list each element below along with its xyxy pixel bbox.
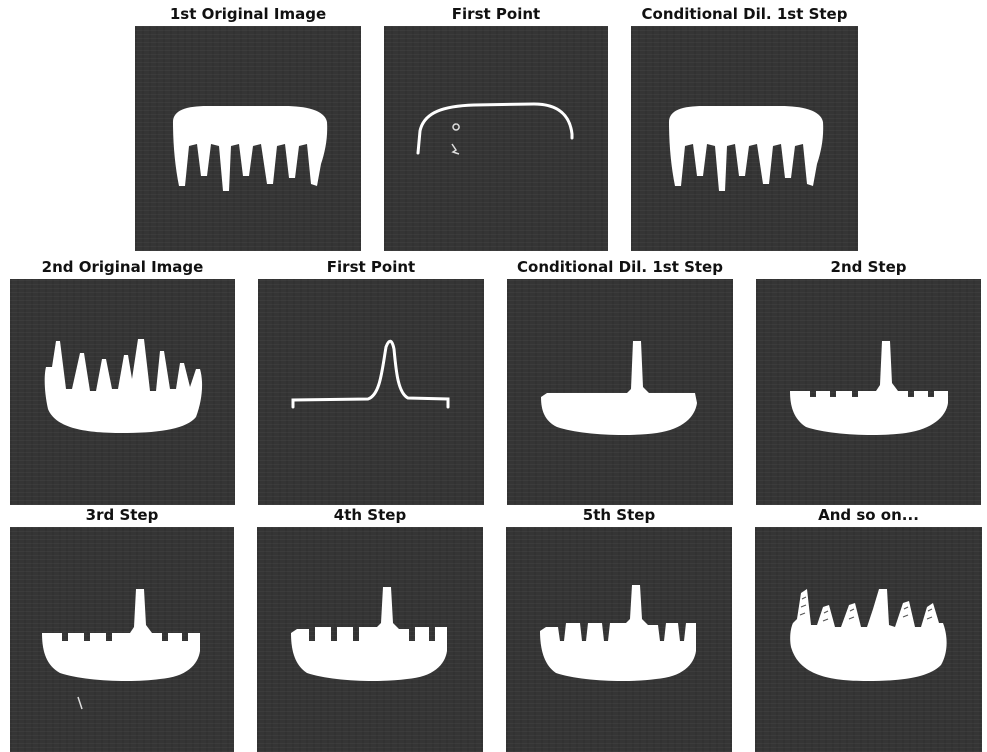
image-1st-first-point [384,26,608,251]
caption-3rd-step: 3rd Step [0,506,254,524]
image-2nd-step [756,279,981,505]
caption-2nd-original: 2nd Original Image [0,258,255,276]
caption-2nd-first-point: First Point [238,258,504,276]
image-2nd-first-point [258,279,484,505]
caption-1st-cond-dil: Conditional Dil. 1st Step [611,5,878,23]
image-4th-step [257,527,483,752]
image-3rd-step [10,527,234,752]
panel-2nd-step: 2nd Step [756,279,981,505]
caption-1st-original: 1st Original Image [115,5,381,23]
panel-1st-cond-dil: Conditional Dil. 1st Step [631,26,858,251]
panel-and-so-on: And so on... [755,527,982,752]
panel-2nd-first-point: First Point [258,279,484,505]
image-5th-step [506,527,732,752]
panel-1st-first-point: First Point [384,26,608,251]
caption-2nd-step: 2nd Step [736,258,987,276]
caption-1st-first-point: First Point [364,5,628,23]
image-and-so-on [755,527,982,752]
panel-5th-step: 5th Step [506,527,732,752]
caption-and-so-on: And so on... [735,506,987,524]
panel-2nd-original: 2nd Original Image [10,279,235,505]
caption-2nd-cond-dil: Conditional Dil. 1st Step [487,258,753,276]
panel-1st-original: 1st Original Image [135,26,361,251]
panel-4th-step: 4th Step [257,527,483,752]
caption-4th-step: 4th Step [237,506,503,524]
panel-3rd-step: 3rd Step [10,527,234,752]
image-1st-cond-dil [631,26,858,251]
image-1st-original [135,26,361,251]
panel-2nd-cond-dil: Conditional Dil. 1st Step [507,279,733,505]
caption-5th-step: 5th Step [486,506,752,524]
image-2nd-cond-dil [507,279,733,505]
image-2nd-original [10,279,235,505]
